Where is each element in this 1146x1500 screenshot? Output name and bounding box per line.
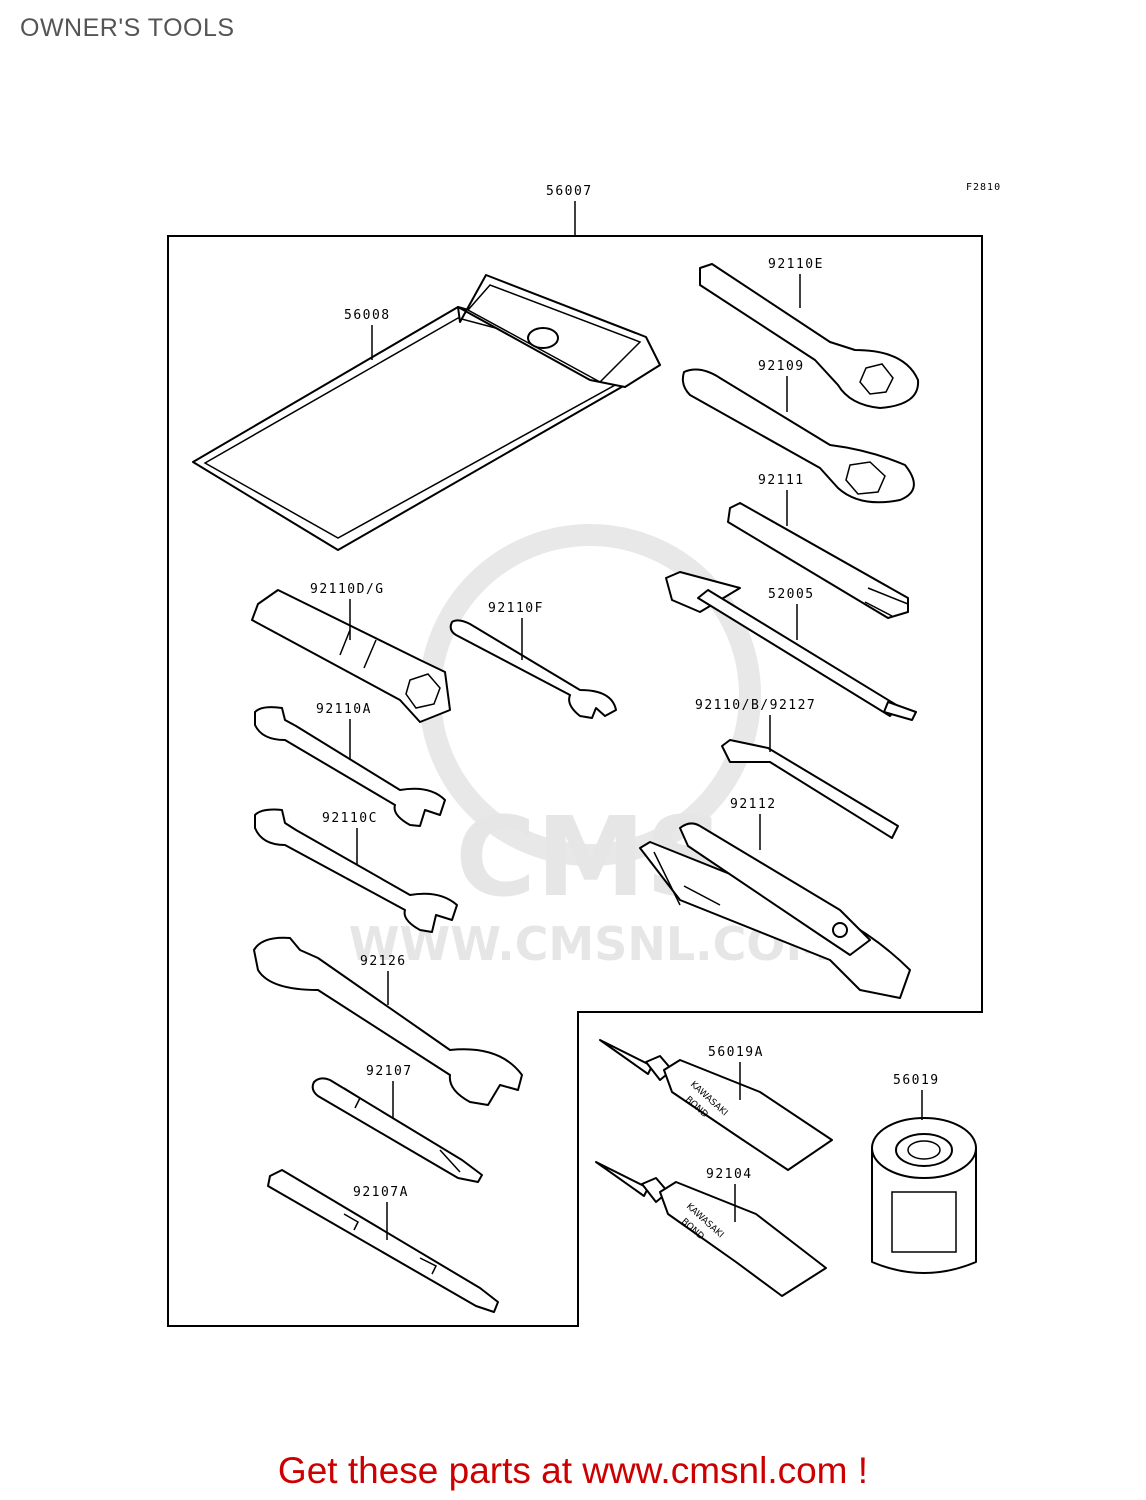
label-wrench-a: 92110A	[316, 702, 372, 717]
kit-frame	[167, 235, 983, 1327]
label-hex-keys: 92110/B/92127	[695, 698, 816, 713]
label-plug-wrench: 92110D/G	[310, 582, 385, 597]
label-driver-92107: 92107	[366, 1064, 413, 1079]
label-pliers: 92112	[730, 797, 777, 812]
hex-key-92110b92127: 92110/B/92127	[695, 698, 899, 839]
wrench-92110f: 92110F	[449, 601, 617, 719]
wrench-92126: 92126	[253, 936, 523, 1106]
can-56019: 56019	[871, 1073, 977, 1274]
label-kit: 56007	[546, 184, 593, 199]
label-bond-92104: 92104	[706, 1167, 753, 1182]
label-wrench-92109: 92109	[758, 359, 805, 374]
plug-wrench-92110dg: 92110D/G	[251, 582, 451, 723]
wrench-92110a: 92110A	[254, 702, 446, 827]
screwdriver-92107: 92107	[311, 1064, 483, 1183]
label-pump-52005: 52005	[768, 587, 815, 602]
screwdriver-92107a: 92107A	[267, 1169, 499, 1313]
label-bond-a: 56019A	[708, 1045, 764, 1060]
label-driver-92107a: 92107A	[353, 1185, 409, 1200]
label-can-56019: 56019	[893, 1073, 940, 1088]
bar-92111: 92111	[727, 473, 909, 619]
wrench-92110c: 92110C	[254, 808, 458, 933]
label-wrench-e: 92110E	[768, 257, 824, 272]
label-wrench-c: 92110C	[322, 811, 378, 826]
bond-tube-92104: KAWASAKI BOND 92104	[595, 1161, 827, 1297]
label-wrench-f: 92110F	[488, 601, 544, 616]
label-pouch: 56008	[344, 308, 391, 323]
wrench-92110e: 92110E	[699, 257, 920, 409]
pouch-56008: 56008	[192, 274, 661, 551]
page-title: OWNER'S TOOLS	[20, 14, 235, 42]
label-bar-92111: 92111	[758, 473, 805, 488]
footer-link[interactable]: Get these parts at www.cmsnl.com !	[277, 1450, 869, 1491]
owners-tools-diagram: CMS WWW.CMSNL.COM F2810 56007 56008 9211…	[167, 182, 1001, 1327]
wrench-92109: 92109	[681, 359, 915, 504]
figure-code: F2810	[966, 182, 1001, 193]
pliers-92112: 92112	[639, 797, 911, 999]
bond-tube-56019a: KAWASAKI BOND 56019A	[599, 1039, 833, 1171]
pump-52005: 52005	[665, 571, 917, 721]
label-wrench-92126: 92126	[360, 954, 407, 969]
